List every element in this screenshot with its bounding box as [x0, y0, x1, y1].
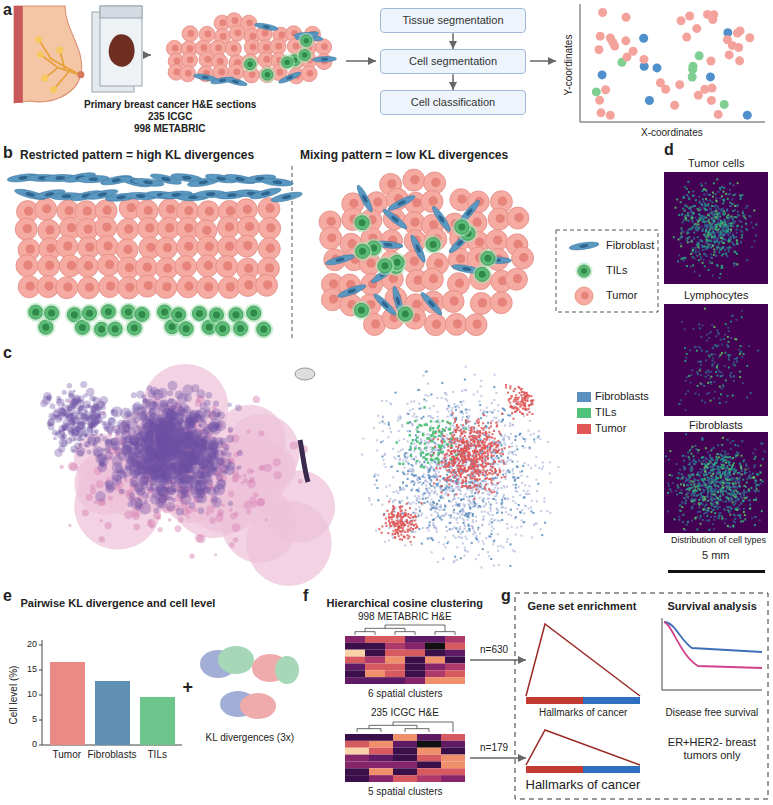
- figure-canvas: aPrimary breast cancer H&E sections235 I…: [0, 0, 773, 805]
